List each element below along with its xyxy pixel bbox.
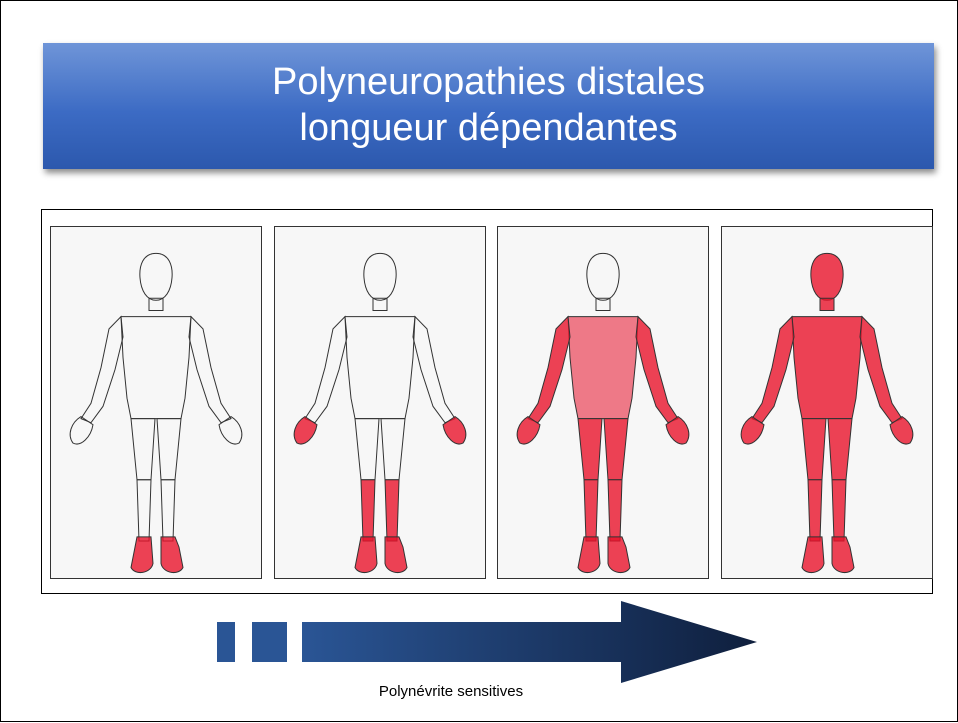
body-figure-1	[51, 227, 261, 578]
body-region-armR	[636, 317, 678, 423]
body-region-thighL	[802, 419, 826, 480]
title-box: Polyneuropathies distales longueur dépen…	[43, 43, 934, 169]
body-region-armL	[305, 317, 347, 423]
body-region-footR	[161, 537, 183, 573]
panel-stage-1	[50, 226, 262, 579]
body-region-thighR	[157, 419, 181, 480]
body-region-handR	[219, 417, 242, 444]
body-figure-2	[275, 227, 485, 578]
arrow-dash-2	[252, 622, 287, 662]
panel-stage-2	[274, 226, 486, 579]
body-region-thighR	[381, 419, 405, 480]
body-region-handR	[443, 417, 466, 444]
body-region-armL	[528, 317, 570, 423]
body-region-handL	[70, 417, 93, 444]
body-region-legR	[385, 480, 399, 541]
body-region-head	[140, 253, 172, 300]
body-region-handL	[294, 417, 317, 444]
body-figures-frame	[41, 209, 933, 594]
arrow-caption: Polynévrite sensitives	[301, 683, 601, 700]
title-line-2: longueur dépendantes	[43, 105, 934, 151]
body-region-head	[811, 253, 843, 300]
panel-stage-4	[721, 226, 933, 579]
body-region-legL	[808, 480, 822, 541]
body-region-legR	[608, 480, 622, 541]
panel-stage-3	[497, 226, 709, 579]
body-region-footL	[802, 537, 824, 573]
body-region-footL	[578, 537, 600, 573]
body-region-footR	[832, 537, 854, 573]
body-region-armR	[189, 317, 231, 423]
body-region-neck	[820, 298, 834, 310]
body-region-thighR	[604, 419, 628, 480]
body-region-trunk	[121, 317, 191, 419]
body-region-thighL	[131, 419, 155, 480]
body-region-legL	[137, 480, 151, 541]
body-region-head	[587, 253, 619, 300]
body-region-trunk	[792, 317, 862, 419]
body-region-head	[364, 253, 396, 300]
body-region-legL	[361, 480, 375, 541]
body-region-footR	[608, 537, 630, 573]
arrow-dash-1	[217, 622, 235, 662]
body-region-footL	[355, 537, 377, 573]
body-region-legR	[832, 480, 846, 541]
body-region-legL	[584, 480, 598, 541]
body-region-trunk	[568, 317, 638, 419]
body-figure-4	[722, 227, 932, 578]
body-region-footL	[131, 537, 153, 573]
body-region-legR	[161, 480, 175, 541]
arrow-shaft-head	[302, 601, 757, 683]
body-region-thighL	[578, 419, 602, 480]
body-region-armR	[413, 317, 455, 423]
body-region-armR	[860, 317, 902, 423]
body-region-armL	[81, 317, 123, 423]
body-region-trunk	[345, 317, 415, 419]
body-region-thighR	[828, 419, 852, 480]
body-region-footR	[385, 537, 407, 573]
body-region-armL	[752, 317, 794, 423]
title-line-1: Polyneuropathies distales	[43, 43, 934, 105]
body-region-thighL	[355, 419, 379, 480]
body-figure-3	[498, 227, 708, 578]
